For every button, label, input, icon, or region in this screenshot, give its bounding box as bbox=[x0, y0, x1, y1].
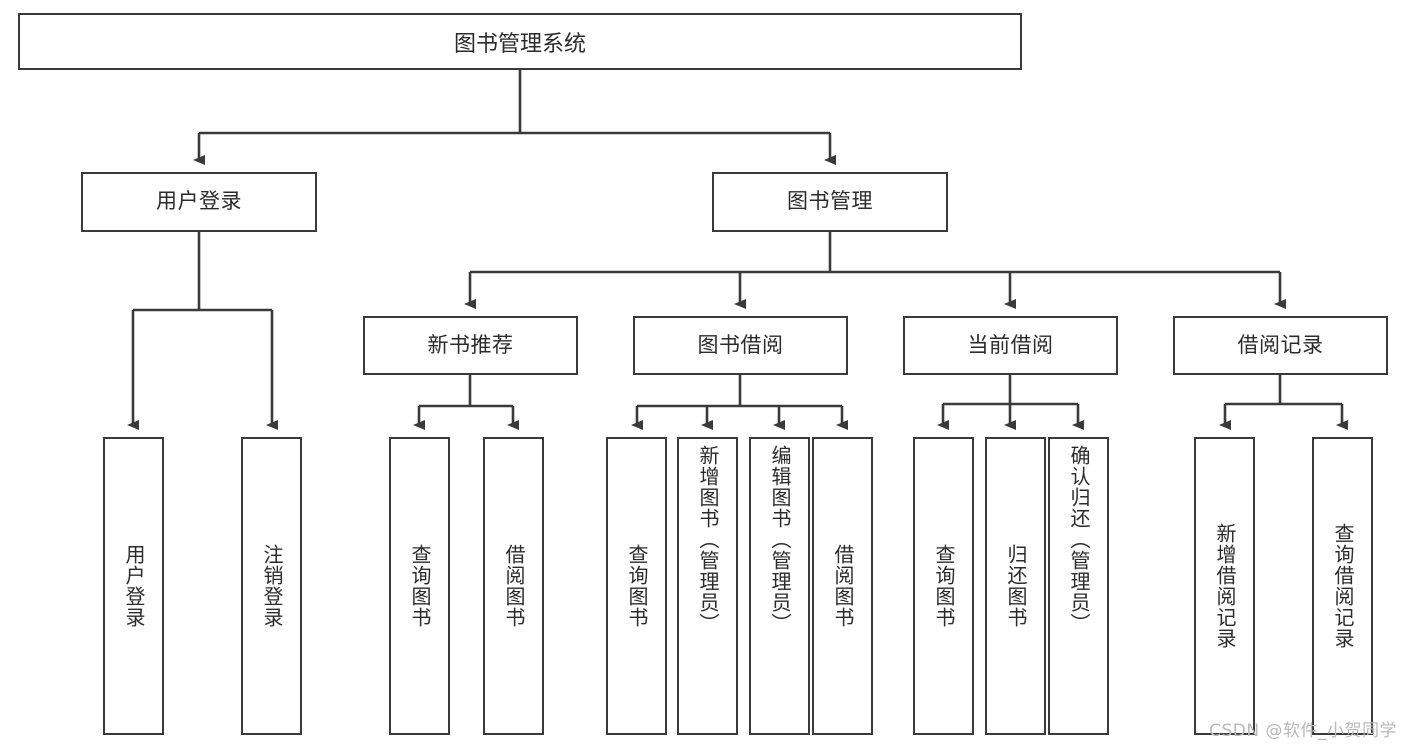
leaf-label: 新增图书（管理员） bbox=[696, 445, 720, 634]
leaf-user-login-logout[interactable]: 注销登录 bbox=[241, 437, 302, 735]
node-label: 用户登录 bbox=[156, 189, 242, 214]
node-label: 图书管理系统 bbox=[453, 31, 586, 57]
leaf-book-borrow-edit-book-admin[interactable]: 编辑图书（管理员） bbox=[749, 437, 810, 735]
leaf-book-borrow-borrow-book[interactable]: 借阅图书 bbox=[812, 437, 873, 735]
node-label: 图书借阅 bbox=[697, 332, 784, 357]
node-book-management[interactable]: 图书管理 bbox=[712, 172, 948, 232]
leaf-label: 编辑图书（管理员） bbox=[768, 445, 792, 634]
leaf-book-borrow-add-book-admin[interactable]: 新增图书（管理员） bbox=[677, 437, 738, 735]
leaf-borrow-record-add-record[interactable]: 新增借阅记录 bbox=[1194, 437, 1255, 735]
node-label: 借阅记录 bbox=[1237, 332, 1324, 357]
leaf-new-book-query-book[interactable]: 查询图书 bbox=[389, 437, 450, 735]
leaf-book-borrow-query-book[interactable]: 查询图书 bbox=[606, 437, 667, 735]
leaf-label: 借阅图书 bbox=[502, 544, 526, 628]
leaf-new-book-borrow-book[interactable]: 借阅图书 bbox=[483, 437, 544, 735]
leaf-label: 查询图书 bbox=[625, 544, 649, 628]
leaf-label: 确认归还（管理员） bbox=[1067, 445, 1091, 634]
leaf-label: 注销登录 bbox=[260, 544, 284, 628]
node-book-borrow[interactable]: 图书借阅 bbox=[633, 316, 848, 375]
leaf-label: 归还图书 bbox=[1004, 544, 1028, 628]
leaf-current-borrow-query-book[interactable]: 查询图书 bbox=[913, 437, 974, 735]
node-user-login[interactable]: 用户登录 bbox=[81, 172, 317, 232]
node-root-book-management-system[interactable]: 图书管理系统 bbox=[18, 13, 1022, 70]
node-borrow-record[interactable]: 借阅记录 bbox=[1173, 316, 1388, 375]
node-label: 图书管理 bbox=[787, 189, 873, 214]
leaf-label: 新增借阅记录 bbox=[1213, 523, 1237, 649]
leaf-label: 查询借阅记录 bbox=[1331, 523, 1355, 649]
leaf-borrow-record-query-record[interactable]: 查询借阅记录 bbox=[1312, 437, 1373, 735]
leaf-label: 用户登录 bbox=[122, 544, 146, 628]
leaf-current-borrow-return-book[interactable]: 归还图书 bbox=[985, 437, 1046, 735]
leaf-current-borrow-confirm-return-admin[interactable]: 确认归还（管理员） bbox=[1048, 437, 1109, 735]
node-new-book-recommend[interactable]: 新书推荐 bbox=[363, 316, 578, 375]
node-current-borrow[interactable]: 当前借阅 bbox=[903, 316, 1118, 375]
node-label: 当前借阅 bbox=[967, 332, 1054, 357]
watermark: CSDN @软件_小贺同学 bbox=[1209, 721, 1397, 741]
leaf-user-login-login[interactable]: 用户登录 bbox=[103, 437, 164, 735]
leaf-label: 查询图书 bbox=[932, 544, 956, 628]
node-label: 新书推荐 bbox=[427, 332, 514, 357]
leaf-label: 借阅图书 bbox=[831, 544, 855, 628]
leaf-label: 查询图书 bbox=[408, 544, 432, 628]
